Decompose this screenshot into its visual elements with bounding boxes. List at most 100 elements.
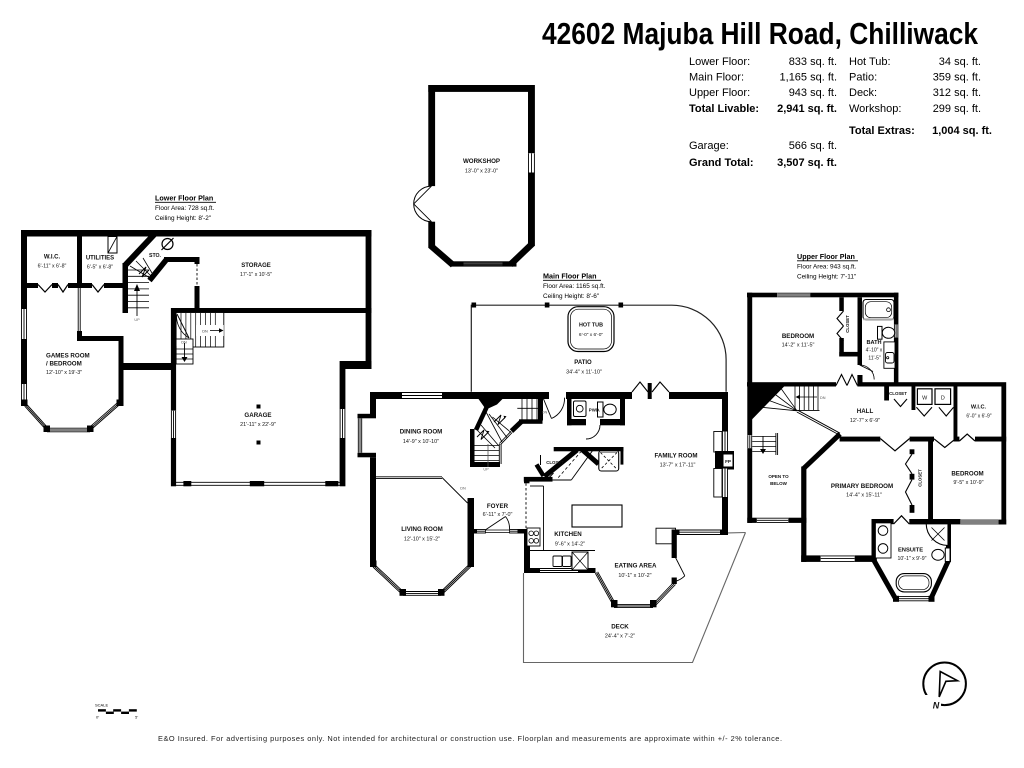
svg-text:GARAGE: GARAGE xyxy=(244,412,271,419)
svg-text:Floor Area: 728 sq.ft.: Floor Area: 728 sq.ft. xyxy=(155,205,215,212)
svg-text:DECK: DECK xyxy=(611,624,629,631)
svg-text:EATING AREA: EATING AREA xyxy=(615,563,657,570)
svg-text:10'-1" x 10'-2": 10'-1" x 10'-2" xyxy=(618,573,651,579)
svg-text:34'-4" x 11'-10": 34'-4" x 11'-10" xyxy=(566,370,602,376)
svg-text:W: W xyxy=(922,396,928,402)
svg-text:FOYER: FOYER xyxy=(487,503,509,510)
svg-text:21'-11" x 22'-9": 21'-11" x 22'-9" xyxy=(240,422,276,428)
svg-text:2,941 sq. ft.: 2,941 sq. ft. xyxy=(777,103,837,115)
svg-text:CLOSET: CLOSET xyxy=(889,391,907,396)
svg-text:Garage:: Garage: xyxy=(689,140,729,152)
svg-text:12'-10" x 15'-2": 12'-10" x 15'-2" xyxy=(404,537,440,543)
svg-text:Floor Area: 943 sq.ft.: Floor Area: 943 sq.ft. xyxy=(797,264,857,271)
svg-text:Lower Floor:: Lower Floor: xyxy=(689,56,750,68)
svg-text:UTILITIES: UTILITIES xyxy=(86,256,114,262)
svg-text:14'-4" x 15'-11": 14'-4" x 15'-11" xyxy=(846,493,882,499)
svg-text:24'-4" x 7'-2": 24'-4" x 7'-2" xyxy=(605,634,635,640)
svg-text:CLOSET: CLOSET xyxy=(845,315,850,333)
svg-text:9'-5" x 10'-9": 9'-5" x 10'-9" xyxy=(953,480,983,486)
svg-text:312 sq. ft.: 312 sq. ft. xyxy=(933,87,981,99)
svg-text:GAMES ROOM: GAMES ROOM xyxy=(46,353,90,360)
svg-text:Workshop:: Workshop: xyxy=(849,103,901,115)
svg-text:943 sq. ft.: 943 sq. ft. xyxy=(789,87,837,99)
svg-text:/ BEDROOM: / BEDROOM xyxy=(46,361,82,368)
svg-text:CLOSET: CLOSET xyxy=(546,460,564,465)
svg-text:FP: FP xyxy=(725,459,731,464)
svg-text:BELOW: BELOW xyxy=(770,481,788,486)
svg-text:DN: DN xyxy=(542,411,548,415)
svg-text:833 sq. ft.: 833 sq. ft. xyxy=(789,56,837,68)
svg-text:Main Floor:: Main Floor: xyxy=(689,71,744,83)
svg-text:Ceiling Height: 8'-6": Ceiling Height: 8'-6" xyxy=(543,293,599,300)
svg-text:DN: DN xyxy=(460,487,466,491)
svg-text:HOT TUB: HOT TUB xyxy=(579,323,603,329)
svg-text:42602 Majuba Hill Road, Chilli: 42602 Majuba Hill Road, Chilliwack xyxy=(542,16,979,51)
svg-text:6'-0" x 6'-9": 6'-0" x 6'-9" xyxy=(966,414,991,420)
svg-text:1,004 sq. ft.: 1,004 sq. ft. xyxy=(932,125,992,137)
svg-text:Upper Floor Plan: Upper Floor Plan xyxy=(797,252,855,261)
svg-text:OPEN TO: OPEN TO xyxy=(768,474,789,479)
svg-text:9'-6" x 14'-2": 9'-6" x 14'-2" xyxy=(555,541,585,547)
svg-text:Floor Area: 1165 sq.ft.: Floor Area: 1165 sq.ft. xyxy=(543,283,606,290)
svg-text:12'-10" x 19'-3": 12'-10" x 19'-3" xyxy=(46,370,82,376)
svg-text:6'-11" x 7'-0": 6'-11" x 7'-0" xyxy=(483,512,513,518)
svg-text:Hot Tub:: Hot Tub: xyxy=(849,56,891,68)
svg-text:3,507 sq. ft.: 3,507 sq. ft. xyxy=(777,157,837,169)
svg-text:Main Floor Plan: Main Floor Plan xyxy=(543,272,597,281)
svg-text:0': 0' xyxy=(96,715,99,720)
svg-text:Total Extras:: Total Extras: xyxy=(849,125,915,137)
svg-text:5': 5' xyxy=(135,715,138,720)
svg-text:Lower Floor Plan: Lower Floor Plan xyxy=(155,194,213,203)
svg-text:6'-5" x 6'-8": 6'-5" x 6'-8" xyxy=(87,265,113,271)
svg-text:Patio:: Patio: xyxy=(849,71,877,83)
svg-text:ENSUITE: ENSUITE xyxy=(898,548,923,554)
svg-text:HALL: HALL xyxy=(857,408,874,415)
svg-text:UP: UP xyxy=(134,318,140,322)
svg-text:UP: UP xyxy=(483,468,489,472)
svg-text:STORAGE: STORAGE xyxy=(241,263,271,269)
svg-text:34 sq. ft.: 34 sq. ft. xyxy=(939,56,981,68)
svg-text:14'-9" x 10'-10": 14'-9" x 10'-10" xyxy=(403,439,439,445)
svg-text:N: N xyxy=(933,701,940,711)
svg-text:566 sq. ft.: 566 sq. ft. xyxy=(789,140,837,152)
svg-text:BEDROOM: BEDROOM xyxy=(782,333,814,340)
svg-text:Total Livable:: Total Livable: xyxy=(689,103,759,115)
svg-text:11'-5": 11'-5" xyxy=(868,356,881,362)
svg-text:12'-7" x 6'-9": 12'-7" x 6'-9" xyxy=(850,418,880,424)
svg-text:10'-1" x 9'-9": 10'-1" x 9'-9" xyxy=(897,556,926,562)
svg-text:13'-7" x 17'-11": 13'-7" x 17'-11" xyxy=(660,463,696,469)
svg-text:SCALE: SCALE xyxy=(95,703,108,708)
svg-text:PATIO: PATIO xyxy=(574,360,592,366)
svg-text:359 sq. ft.: 359 sq. ft. xyxy=(933,71,981,83)
svg-text:FAMILY ROOM: FAMILY ROOM xyxy=(655,453,698,460)
svg-text:6'-0" x 6'-0": 6'-0" x 6'-0" xyxy=(579,332,603,338)
svg-text:299 sq. ft.: 299 sq. ft. xyxy=(933,103,981,115)
svg-text:Upper Floor:: Upper Floor: xyxy=(689,87,750,99)
svg-text:Grand Total:: Grand Total: xyxy=(689,157,754,169)
svg-text:KITCHEN: KITCHEN xyxy=(554,531,582,538)
svg-text:PWD.: PWD. xyxy=(589,408,600,413)
svg-text:CLOSET: CLOSET xyxy=(918,469,923,487)
svg-text:DN: DN xyxy=(202,330,208,334)
svg-text:6'-11" x 6'-8": 6'-11" x 6'-8" xyxy=(38,264,67,270)
svg-text:PRIMARY BEDROOM: PRIMARY BEDROOM xyxy=(831,483,893,490)
svg-text:DN: DN xyxy=(181,340,187,344)
svg-text:13'-0" x 23'-0": 13'-0" x 23'-0" xyxy=(465,168,498,174)
svg-text:W.I.C.: W.I.C. xyxy=(44,255,61,261)
svg-text:WORKSHOP: WORKSHOP xyxy=(463,158,500,165)
svg-text:BEDROOM: BEDROOM xyxy=(951,471,983,478)
svg-text:W.I.C.: W.I.C. xyxy=(971,405,987,411)
svg-text:LIVING ROOM: LIVING ROOM xyxy=(401,526,443,533)
svg-text:4'-10" x: 4'-10" x xyxy=(866,348,883,354)
svg-text:Ceiling Height: 7'-11": Ceiling Height: 7'-11" xyxy=(797,273,856,280)
svg-text:17'-1" x 10'-5": 17'-1" x 10'-5" xyxy=(240,272,272,278)
svg-text:DN: DN xyxy=(820,396,826,400)
svg-text:STO.: STO. xyxy=(149,253,162,259)
svg-text:Deck:: Deck: xyxy=(849,87,877,99)
svg-text:14'-2" x 11'-5": 14'-2" x 11'-5" xyxy=(782,343,815,349)
svg-text:DINING ROOM: DINING ROOM xyxy=(400,429,443,436)
svg-text:D: D xyxy=(941,396,945,402)
svg-text:1,165 sq. ft.: 1,165 sq. ft. xyxy=(780,71,837,83)
svg-text:Ceiling Height: 8'-2": Ceiling Height: 8'-2" xyxy=(155,215,211,222)
svg-text:BATH: BATH xyxy=(866,340,881,346)
